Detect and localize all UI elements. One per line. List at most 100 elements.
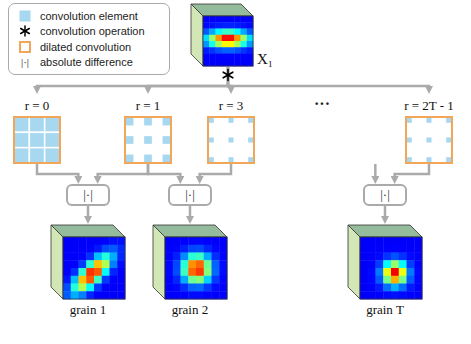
heatmap-cell (219, 260, 227, 268)
heatmap-cell (196, 291, 204, 299)
heatmap-cell (247, 29, 254, 36)
kernel-grid: r = 2T - 1 (404, 94, 454, 164)
heatmap-cell (368, 237, 376, 245)
heatmap-cell (203, 35, 210, 42)
heatmap-cell (110, 268, 118, 276)
heatmap-cell (79, 268, 87, 276)
heatmap-cell (196, 276, 204, 284)
kernel-grid: r = 1 (124, 94, 172, 164)
heatmap-cell (414, 260, 422, 268)
convolution-element (143, 117, 152, 126)
heatmap-cell (86, 237, 94, 245)
dilation-rate-label: r = 1 (136, 98, 161, 113)
heatmap-cell (399, 291, 407, 299)
heatmap-cell (376, 260, 384, 268)
heatmap-cell (212, 260, 220, 268)
heatmap-cell (188, 291, 196, 299)
heatmap-cell (399, 260, 407, 268)
heatmap-cell (360, 276, 368, 284)
legend-row: convolution element (15, 8, 163, 24)
heatmap-cell (173, 260, 181, 268)
heatmap-cell (234, 41, 241, 48)
heatmap-cell (165, 260, 173, 268)
kernel-illustration (124, 116, 172, 164)
heatmap-cell (212, 237, 220, 245)
heatmap-cell (173, 276, 181, 284)
cube-label: grain 2 (172, 302, 208, 317)
heatmap-cell (219, 291, 227, 299)
heatmap-cell (203, 22, 210, 29)
heatmap-cell (196, 245, 204, 253)
heatmap-cell (219, 245, 227, 253)
convolution-element (162, 135, 171, 144)
heatmap-cell (71, 276, 79, 284)
heatmap-cell (360, 253, 368, 261)
heatmap-cell (241, 22, 248, 29)
heatmap-cell (360, 268, 368, 276)
heatmap-cell (102, 253, 110, 261)
heatmap-cell (86, 284, 94, 292)
flow-arrow (37, 164, 78, 179)
heatmap-cell (360, 291, 368, 299)
cube-illustration (50, 224, 126, 300)
heatmap-cell (407, 245, 415, 253)
heatmap-cell (71, 284, 79, 292)
heatmap-cell (209, 22, 216, 29)
heatmap-cell (203, 47, 210, 54)
heatmap-cell (63, 268, 71, 276)
heatmap-cell (79, 253, 87, 261)
heatmap-cell (376, 253, 384, 261)
kernel-ground (406, 117, 452, 163)
heatmap-cell (219, 268, 227, 276)
heatmap-cell (117, 260, 125, 268)
cube-side-face (153, 225, 165, 299)
heatmap-cell (110, 291, 118, 299)
convolution-element (29, 117, 44, 132)
heatmap-cell (228, 29, 235, 36)
cube-body (153, 225, 227, 299)
heatmap-cell (94, 253, 102, 261)
heatmap-cell (204, 245, 212, 253)
asterisk-stroke (21, 29, 30, 34)
flow-arrow (189, 206, 192, 219)
heatmap-cell (173, 245, 181, 253)
heatmap-cell (203, 60, 210, 67)
heatmap-cell (94, 237, 102, 245)
kernel-grid: r = 0 (13, 94, 61, 164)
heatmap-cell (209, 41, 216, 48)
cube-front-outline (165, 237, 227, 299)
feature-cube: grain 1 (50, 224, 126, 317)
heatmap-cell (368, 291, 376, 299)
heatmap-cell (391, 253, 399, 261)
heatmap-cell (222, 41, 229, 48)
heatmap-cell (110, 245, 118, 253)
heatmap-cell (391, 276, 399, 284)
heatmap-cell (376, 276, 384, 284)
heatmap-cell (94, 284, 102, 292)
heatmap-cell (234, 29, 241, 36)
heatmap-cell (391, 284, 399, 292)
convolution-element (125, 135, 134, 144)
abs-diff-symbol: |·| (185, 187, 195, 203)
cube-label: grain T (366, 302, 404, 317)
legend-row: convolution operation (15, 24, 163, 40)
heatmap-cell (110, 276, 118, 284)
heatmap-cell (414, 284, 422, 292)
heatmap-cell (196, 260, 204, 268)
heatmap-cell (203, 29, 210, 36)
heatmap-cell (94, 260, 102, 268)
flow-arrow (228, 67, 429, 89)
heatmap-cell (376, 268, 384, 276)
heatmap-cell (360, 284, 368, 292)
legend-sample (15, 25, 35, 37)
heatmap-cell (212, 245, 220, 253)
cube-top-face (51, 225, 125, 237)
cube-body (191, 4, 253, 66)
heatmap-cell (165, 291, 173, 299)
legend-swatch (20, 10, 31, 21)
heatmap-cell (204, 260, 212, 268)
legend-text: convolution element (40, 10, 138, 22)
heatmap-cell (204, 253, 212, 261)
heatmap-cell (79, 237, 87, 245)
heatmap-cell (209, 54, 216, 61)
